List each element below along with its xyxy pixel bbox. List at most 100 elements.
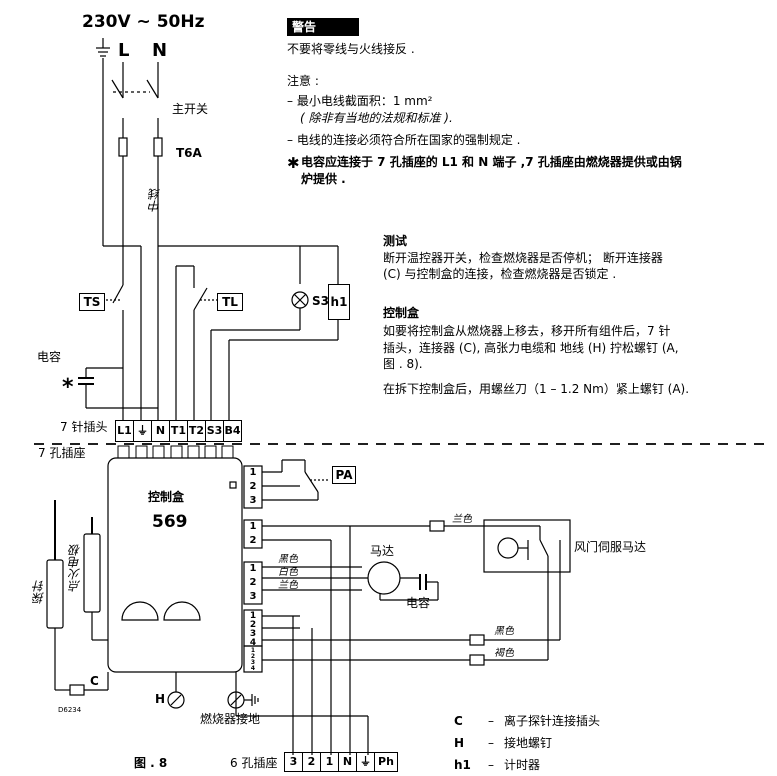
test-title: 测试 bbox=[383, 234, 408, 248]
legend-key: H bbox=[454, 736, 465, 750]
connector-c-label: C bbox=[90, 674, 99, 688]
ground-screw-h-label: H bbox=[155, 692, 166, 706]
terminal-number: 3 bbox=[249, 591, 257, 602]
diagram-code: D6234 bbox=[58, 706, 82, 714]
s3-lamp-label: S3 bbox=[312, 294, 329, 308]
socket6-terminal: 2 bbox=[303, 753, 321, 771]
neutral-label: N bbox=[152, 40, 168, 61]
plug7-terminal: ⏚ bbox=[134, 421, 152, 441]
wire-color-blue: 兰色 bbox=[278, 580, 298, 591]
socket6-terminal: 3 bbox=[285, 753, 303, 771]
plug7-terminal-strip: L1 ⏚ N T1 T2 S3 B4 bbox=[115, 420, 242, 442]
legend-key: C bbox=[454, 714, 463, 728]
valve2a-terminal-numbers: 1 2 3 4 bbox=[244, 612, 262, 648]
notes-title: 注意 : bbox=[287, 74, 319, 88]
pa-terminal-numbers: 1 2 3 bbox=[244, 466, 262, 508]
note-item-3a: 电容应连接于 7 孔插座的 L1 和 N 端子 ,7 孔插座由燃烧器提供或由锅 bbox=[301, 155, 682, 169]
terminal-number: 2 bbox=[250, 653, 256, 660]
terminal-number: 2 bbox=[249, 535, 257, 546]
legend: C – 离子探针连接插头 H – 接地螺钉 h1 – 计时器 bbox=[454, 710, 600, 776]
terminal-number: 3 bbox=[249, 629, 257, 639]
plug7-terminal: T1 bbox=[170, 421, 188, 441]
warning-text: 不要将零线与火线接反 . bbox=[287, 42, 415, 56]
legend-item: H – 接地螺钉 bbox=[454, 732, 600, 754]
terminal-number: 2 bbox=[249, 577, 257, 588]
capacitor-asterisk: * bbox=[62, 375, 74, 400]
terminal-number: 1 bbox=[249, 611, 257, 621]
ts-thermostat-box: TS bbox=[79, 293, 105, 311]
control-title: 控制盒 bbox=[383, 306, 420, 320]
fuse-label: T6A bbox=[176, 146, 202, 160]
note-item-1-sub: ( 除非有当地的法规和标准 ). bbox=[300, 111, 453, 125]
phase-label: L bbox=[118, 40, 130, 61]
pa-pressure-switch-box: PA bbox=[332, 466, 356, 484]
valve1-terminal-numbers: 1 2 bbox=[244, 520, 262, 548]
legend-text: 离子探针连接插头 bbox=[504, 714, 601, 728]
terminal-number: 1 bbox=[249, 467, 257, 478]
terminal-number: 1 bbox=[249, 563, 257, 574]
legend-item: C – 离子探针连接插头 bbox=[454, 710, 600, 732]
note-item-2: – 电线的连接必须符合所在国家的强制规定 . bbox=[287, 133, 521, 147]
plug7-label: 7 针插头 bbox=[60, 420, 108, 434]
neutral-wire-label: 中线 bbox=[148, 188, 162, 212]
socket6-terminal: N bbox=[339, 753, 357, 771]
socket6-terminal: 1 bbox=[321, 753, 339, 771]
control-box-model: 569 bbox=[152, 512, 188, 532]
terminal-number: 1 bbox=[250, 647, 256, 654]
control-line-2: 插头，连接器 (C), 高张力电缆和 地线 (H) 拧松螺钉 (A, bbox=[383, 341, 679, 355]
motor-label: 马达 bbox=[370, 544, 395, 558]
wire-color-white: 白色 bbox=[278, 567, 298, 578]
socket6-terminal-strip: 3 2 1 N ⏚ Ph bbox=[284, 752, 398, 772]
motor-capacitor-label: 电容 bbox=[406, 596, 431, 610]
supply-voltage: 230V ~ 50Hz bbox=[82, 12, 205, 32]
legend-text: 计时器 bbox=[504, 758, 541, 772]
wire-color-black-2: 黑色 bbox=[494, 626, 514, 637]
terminal-number: 4 bbox=[249, 638, 257, 648]
burner-ground-label: 燃烧器接地 bbox=[200, 712, 261, 726]
wire-color-black: 黑色 bbox=[278, 554, 298, 565]
test-line-1: 断开温控器开关，检查燃烧器是否停机； 断开连接器 bbox=[383, 251, 663, 265]
plug7-terminal: T2 bbox=[188, 421, 206, 441]
capacitor-label: 电容 bbox=[37, 350, 62, 364]
terminal-number: 3 bbox=[250, 659, 256, 666]
valve2b-terminal-numbers: 1 2 3 4 bbox=[244, 648, 262, 672]
legend-text: 接地螺钉 bbox=[504, 736, 553, 750]
plug7-terminal: N bbox=[152, 421, 170, 441]
igniter-label: 点火电极 bbox=[68, 544, 82, 592]
plug7-terminal: S3 bbox=[206, 421, 224, 441]
legend-dash: – bbox=[488, 736, 494, 750]
control-line-1: 如要将控制盒从燃烧器上移去，移开所有组件后，7 针 bbox=[383, 324, 671, 338]
probe-label: 探针 bbox=[32, 580, 46, 604]
test-line-2: (C) 与控制盒的连接，检查燃烧器是否锁定 . bbox=[383, 267, 617, 281]
terminal-number: 2 bbox=[249, 481, 257, 492]
note-star: ✱ bbox=[287, 154, 300, 172]
legend-item: h1 – 计时器 bbox=[454, 754, 600, 776]
terminal-number: 3 bbox=[249, 495, 257, 506]
warning-title: 警告 bbox=[287, 18, 359, 36]
wire-color-blue-top: 兰色 bbox=[452, 514, 472, 525]
plug7-terminal: B4 bbox=[224, 424, 241, 437]
tl-thermostat-box: TL bbox=[217, 293, 243, 311]
legend-key: h1 bbox=[454, 758, 471, 772]
motor-terminal-numbers: 1 2 3 bbox=[244, 562, 262, 604]
terminal-number: 4 bbox=[250, 665, 256, 672]
servo-motor-label: 风门伺服马达 bbox=[574, 540, 647, 554]
socket6-terminal: ⏚ bbox=[357, 753, 375, 771]
legend-dash: – bbox=[488, 714, 494, 728]
figure-label: 图 . 8 bbox=[134, 756, 168, 770]
h1-timer-box: h1 bbox=[328, 284, 350, 320]
terminal-number: 1 bbox=[249, 521, 257, 532]
note-item-1: – 最小电线截面积：1 mm² bbox=[287, 94, 433, 108]
control-box-label: 控制盒 bbox=[148, 490, 185, 504]
control-line-3: 图 . 8). bbox=[383, 357, 423, 371]
terminal-number: 2 bbox=[249, 620, 257, 630]
control-line-4: 在拆下控制盒后，用螺丝刀（1 – 1.2 Nm）紧上螺钉 (A). bbox=[383, 382, 690, 396]
socket7-label: 7 孔插座 bbox=[38, 446, 86, 460]
legend-dash: – bbox=[488, 758, 494, 772]
socket6-terminal: Ph bbox=[378, 755, 394, 768]
plug7-terminal: L1 bbox=[116, 421, 134, 441]
main-switch-label: 主开关 bbox=[172, 102, 209, 116]
socket6-label: 6 孔插座 bbox=[230, 756, 278, 770]
